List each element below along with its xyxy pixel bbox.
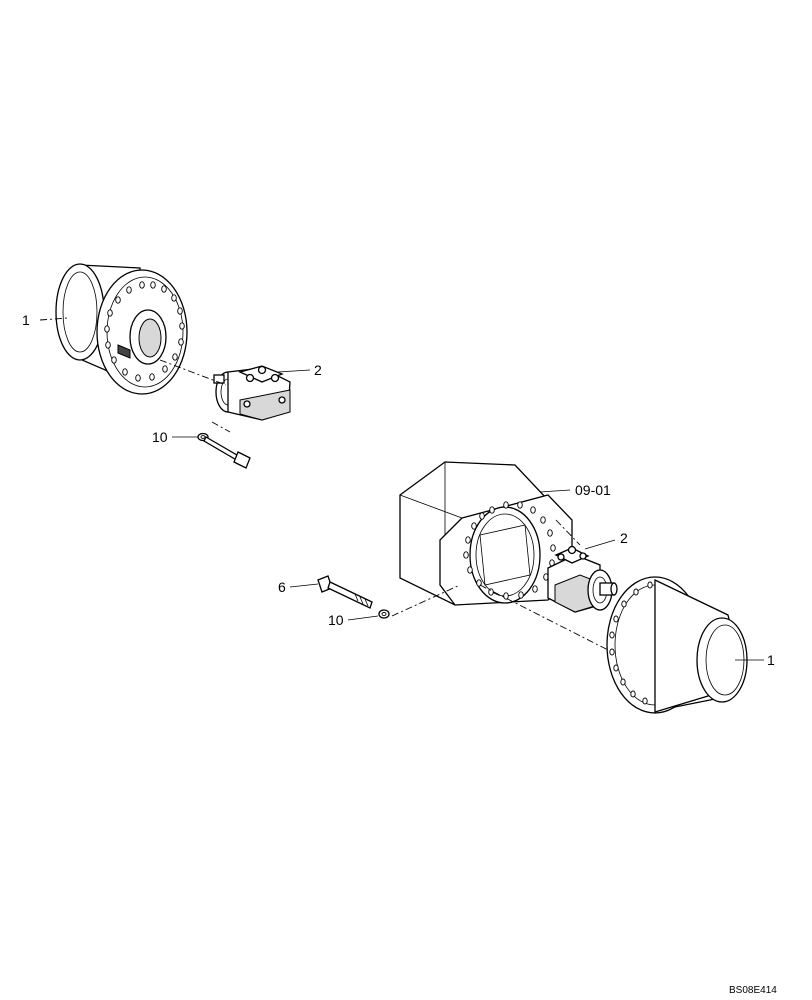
right-washer — [378, 609, 390, 619]
left-bolt — [203, 436, 251, 469]
axle-housing — [399, 461, 573, 606]
callout-right-final-drive: 1 — [767, 652, 775, 668]
long-bolt — [317, 575, 373, 609]
callout-housing: 09-01 — [575, 482, 611, 498]
callout-right-washer: 10 — [328, 612, 344, 628]
flange-bolt-holes — [104, 281, 185, 382]
callout-left-motor: 2 — [314, 362, 322, 378]
callout-left-final-drive: 1 — [22, 312, 30, 328]
reference-code: BS08E414 — [729, 985, 777, 996]
right-flange-bolt-holes — [609, 581, 653, 705]
left-hydraulic-motor — [213, 365, 291, 421]
left-final-drive — [55, 263, 188, 395]
callout-left-washer: 10 — [152, 429, 168, 445]
callout-bolt: 6 — [278, 579, 286, 595]
housing-bolt-holes — [463, 501, 556, 600]
right-final-drive — [606, 576, 748, 714]
callout-right-motor: 2 — [620, 530, 628, 546]
right-hydraulic-motor — [547, 545, 618, 613]
leader-lines — [39, 317, 764, 661]
